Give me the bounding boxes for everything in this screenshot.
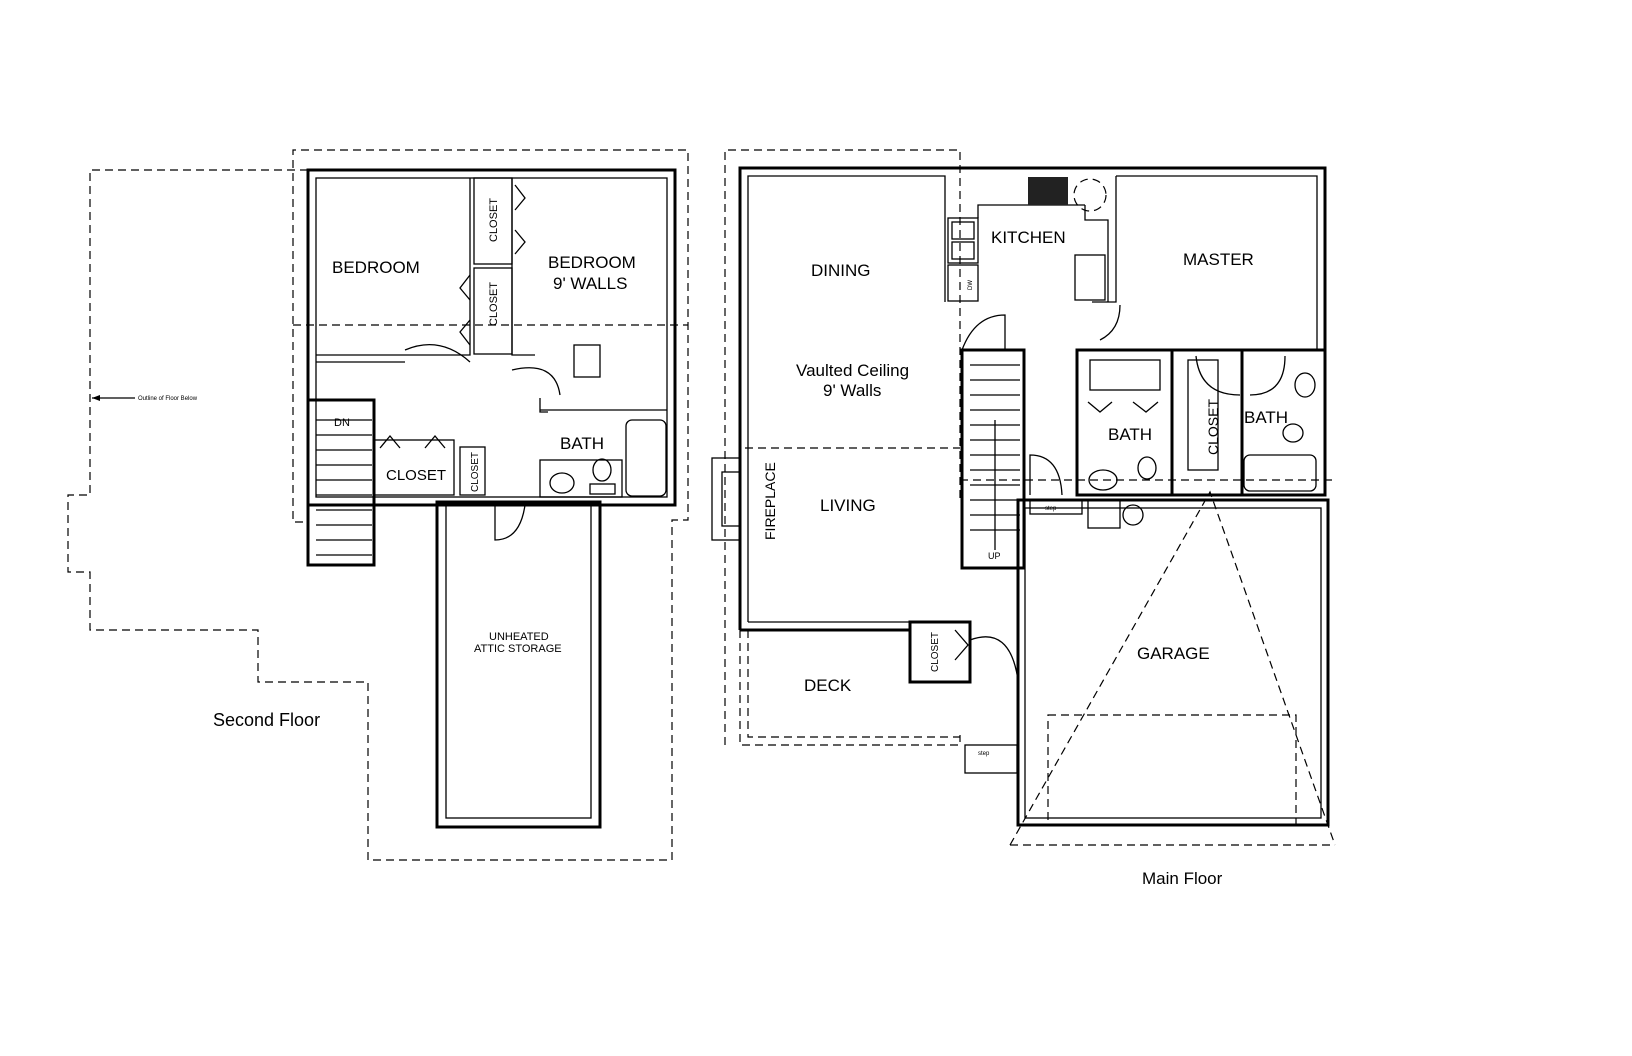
room-label-bedroom-2-walls: 9' WALLS: [553, 274, 627, 293]
room-label-garage: GARAGE: [1137, 644, 1210, 663]
room-label-dining: DINING: [811, 261, 871, 280]
closet-label-entry: CLOSET: [930, 632, 941, 672]
fireplace: [711, 457, 741, 541]
room-label-deck: DECK: [804, 676, 852, 695]
room-label-bath-2: BATH: [1244, 408, 1288, 427]
attic-label-2: ATTIC STORAGE: [474, 643, 562, 655]
main-floor-plan: DW UP: [711, 149, 1336, 888]
vaulted-walls-label: 9' Walls: [823, 381, 881, 400]
stairs-up: [960, 348, 1026, 570]
second-floor-plan: Outline of Floor Below DN: [67, 149, 689, 861]
room-label-living: LIVING: [820, 496, 876, 515]
attic-storage: [435, 500, 602, 829]
vaulted-ceiling-label: Vaulted Ceiling: [796, 361, 909, 380]
outline-note: Outline of Floor Below: [138, 396, 198, 402]
stairs-up-label: UP: [988, 551, 1001, 561]
closet-label-b: CLOSET: [488, 282, 500, 326]
attic-label-1: UNHEATED: [489, 631, 549, 643]
second-floor-caption: Second Floor: [213, 710, 320, 730]
stairs-dn-label: DN: [334, 417, 350, 429]
second-floor-walls: [306, 168, 677, 507]
room-label-bath: BATH: [560, 434, 604, 453]
fireplace-label: FIREPLACE: [762, 462, 778, 540]
closet-label-a: CLOSET: [488, 198, 500, 242]
room-label-bedroom-2: BEDROOM: [548, 253, 636, 272]
outline-of-floor-below: [67, 149, 689, 861]
dishwasher-label: DW: [968, 280, 974, 290]
room-label-bath-1: BATH: [1108, 425, 1152, 444]
main-floor-walls: [738, 166, 1327, 630]
step-label-2: step: [978, 751, 990, 757]
room-label-kitchen: KITCHEN: [991, 228, 1066, 247]
step-label-1: step: [1045, 506, 1057, 512]
room-label-master: MASTER: [1183, 250, 1254, 269]
closet-label-linen: CLOSET: [470, 452, 481, 492]
closet-label-master: CLOSET: [1205, 399, 1221, 455]
room-label-bedroom: BEDROOM: [332, 258, 420, 277]
main-floor-caption: Main Floor: [1142, 869, 1223, 888]
closet-label-hall: CLOSET: [386, 467, 446, 484]
